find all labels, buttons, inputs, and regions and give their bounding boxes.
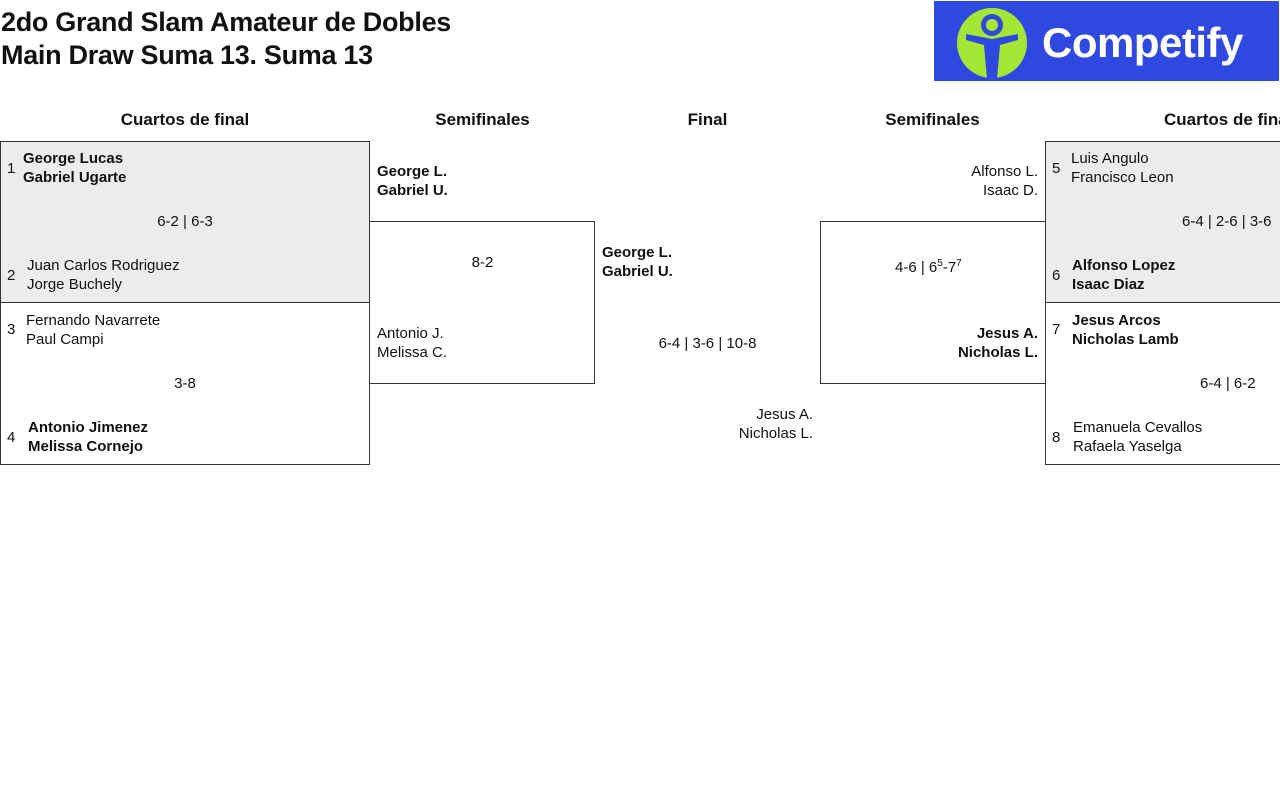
seed-number: 8: [1052, 429, 1061, 446]
player-name: Jesus A.: [976, 325, 1038, 342]
player-name: Francisco Leon: [1071, 169, 1174, 186]
team-sf1-a[interactable]: George L. Gabriel U.: [377, 162, 448, 200]
round-header-left-qf: Cuartos de final: [120, 110, 250, 129]
team-qf2-b[interactable]: Antonio Jimenez Melissa Cornejo: [28, 418, 148, 456]
player-name: George Lucas: [23, 150, 124, 167]
team-sf1-b[interactable]: Antonio J. Melissa C.: [377, 324, 447, 362]
player-name: Isaac D.: [982, 182, 1038, 199]
player-name: Juan Carlos Rodriguez: [27, 257, 180, 274]
round-header-right-qf: Cuartos de final: [1164, 110, 1280, 129]
tiebreak-score: 7: [956, 258, 962, 269]
match-qf-3[interactable]: [1045, 141, 1280, 303]
team-qf2-a[interactable]: Fernando Navarrete Paul Campi: [26, 311, 160, 349]
seed-number: 6: [1052, 267, 1061, 284]
team-sf2-a[interactable]: Alfonso L. Isaac D.: [838, 162, 1038, 200]
player-name: Antonio Jimenez: [28, 419, 149, 436]
match-score: 3-8: [174, 375, 196, 392]
team-qf1-a[interactable]: George Lucas Gabriel Ugarte: [23, 149, 126, 187]
player-name: Antonio J.: [377, 325, 444, 342]
player-name: Alfonso L.: [971, 163, 1038, 180]
team-final-b[interactable]: Jesus A. Nicholas L.: [613, 405, 813, 443]
player-name: Melissa C.: [377, 344, 448, 361]
player-name: Nicholas Lamb: [1072, 331, 1179, 348]
team-qf4-b[interactable]: Emanuela Cevallos Rafaela Yaselga: [1073, 418, 1202, 456]
player-name: Alfonso Lopez: [1072, 257, 1176, 274]
competify-logo[interactable]: Competify: [934, 1, 1279, 81]
match-score: 6-2 | 6-3: [157, 213, 213, 230]
match-score: 6-4 | 6-2: [1200, 375, 1256, 392]
team-final-a[interactable]: George L. Gabriel U.: [602, 243, 673, 281]
seed-number: 1: [7, 160, 16, 177]
player-name: Melissa Cornejo: [28, 438, 144, 455]
player-name: Luis Angulo: [1071, 150, 1149, 167]
seed-number: 5: [1052, 160, 1061, 177]
player-name: Gabriel U.: [602, 263, 673, 280]
round-header-left-sf: Semifinales: [435, 110, 530, 129]
team-sf2-b[interactable]: Jesus A. Nicholas L.: [838, 324, 1038, 362]
player-name: Isaac Diaz: [1072, 276, 1145, 293]
seed-number: 2: [7, 267, 16, 284]
player-name: Rafaela Yaselga: [1073, 438, 1182, 455]
player-name: Jesus A.: [756, 406, 813, 423]
team-qf3-a[interactable]: Luis Angulo Francisco Leon: [1071, 149, 1174, 187]
score-part: -7: [942, 259, 957, 276]
player-name: Jesus Arcos: [1072, 312, 1161, 329]
player-name: Nicholas L.: [957, 344, 1038, 361]
team-qf1-b[interactable]: Juan Carlos Rodriguez Jorge Buchely: [27, 256, 180, 294]
match-qf-4[interactable]: [1045, 302, 1280, 465]
round-header-right-sf: Semifinales: [885, 110, 980, 129]
round-header-final: Final: [687, 110, 728, 129]
score-part: 4-6 | 6: [895, 259, 938, 276]
player-name: Nicholas L.: [738, 425, 813, 442]
seed-number: 4: [7, 429, 16, 446]
match-score: 6-4 | 2-6 | 3-6: [1182, 213, 1272, 230]
team-qf4-a[interactable]: Jesus Arcos Nicholas Lamb: [1072, 311, 1179, 349]
final-score: 6-4 | 3-6 | 10-8: [658, 335, 757, 352]
player-name: George L.: [602, 244, 673, 261]
seed-number: 3: [7, 321, 16, 338]
player-name: Gabriel Ugarte: [23, 169, 127, 186]
match-qf-1[interactable]: [0, 141, 370, 303]
logo-text: Competify: [1042, 19, 1243, 66]
tiebreak-score: 5: [937, 258, 943, 269]
title-line-1: 2do Grand Slam Amateur de Dobles: [1, 7, 452, 37]
player-name: Emanuela Cevallos: [1073, 419, 1203, 436]
match-score: 4-6 | 65-77: [895, 255, 962, 277]
player-name: Paul Campi: [26, 331, 104, 348]
player-name: Fernando Navarrete: [26, 312, 161, 329]
page-title: 2do Grand Slam Amateur de Dobles Main Dr…: [1, 6, 451, 72]
seed-number: 7: [1052, 321, 1061, 338]
title-line-2: Main Draw Suma 13. Suma 13: [1, 40, 373, 70]
player-name: Gabriel U.: [377, 182, 448, 199]
player-name: George L.: [377, 163, 448, 180]
match-sf-1[interactable]: [369, 221, 595, 384]
match-score: 8-2: [471, 254, 494, 271]
team-qf3-b[interactable]: Alfonso Lopez Isaac Diaz: [1072, 256, 1175, 294]
person-icon: [957, 8, 1027, 79]
player-name: Jorge Buchely: [27, 276, 123, 293]
